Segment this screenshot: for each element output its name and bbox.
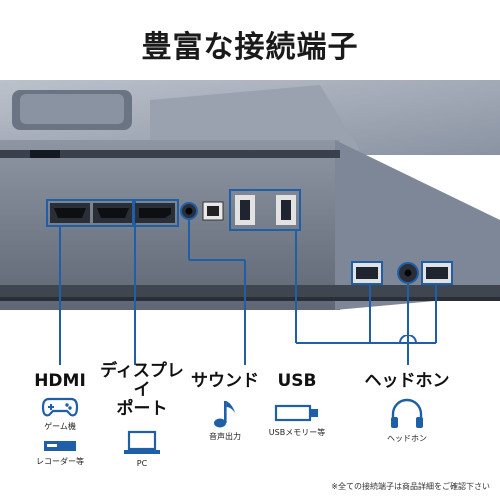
label-game-console: ゲーム機 [44, 422, 76, 431]
label-headphones: ヘッドホン [387, 434, 427, 443]
headphones-icon [391, 398, 423, 428]
displayport-port [135, 203, 175, 223]
category-title-displayport-1: ディスプレイ [100, 361, 184, 400]
footnote: ※全ての接続端子は商品詳細をご確認下さい [331, 482, 490, 491]
category-hdmi: HDMI ゲーム機 レコーダー等 [20, 372, 100, 467]
category-title-usb: USB [277, 371, 317, 391]
label-usb-memory: USBメモリー等 [268, 428, 326, 437]
recorder-icon [44, 441, 76, 451]
category-headphones: ヘッドホン ヘッドホン [362, 372, 452, 444]
category-title-headphones: ヘッドホン [364, 371, 450, 391]
category-displayport: ディスプレイ ポート PC [92, 361, 192, 469]
usb-stick-icon [274, 404, 318, 422]
label-audio-output: 音声出力 [209, 432, 241, 441]
laptop-icon [124, 430, 160, 454]
page-title: 豊富な接続端子 [141, 30, 359, 65]
category-title-hdmi: HDMI [34, 371, 86, 391]
label-pc: PC [136, 459, 148, 468]
category-title-sound: サウンド [191, 371, 259, 391]
category-sound: サウンド 音声出力 [188, 372, 262, 442]
hdmi-port-1 [50, 203, 90, 223]
category-title-displayport-2: ポート [116, 399, 168, 419]
gamepad-icon [41, 397, 79, 417]
connector-lines [59, 335, 437, 365]
hdmi-port-2 [93, 203, 133, 223]
music-note-icon [214, 401, 235, 428]
label-recorder: レコーダー等 [36, 457, 84, 466]
monitor-port-panel [0, 80, 500, 335]
category-usb: USB USBメモリー等 [262, 372, 332, 438]
